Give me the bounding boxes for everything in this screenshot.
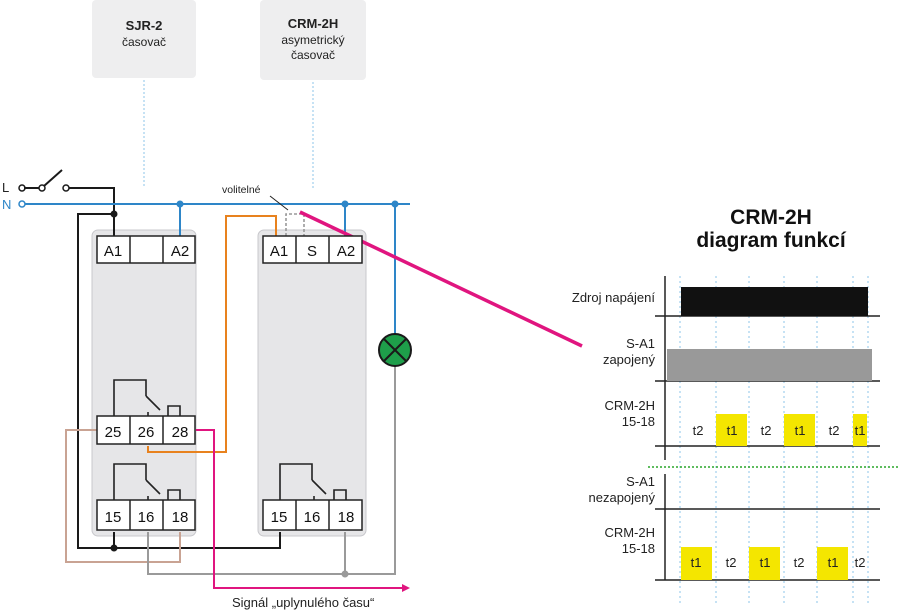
connected-pulses: t2 t1 t2 t1 t2 t1 <box>693 414 867 446</box>
orange-control-wire <box>147 215 277 453</box>
l-phase-wire <box>69 187 115 214</box>
row-label-crm2-1: CRM-2H <box>604 525 655 540</box>
row-label-s-connected-1: S-A1 <box>626 336 655 351</box>
function-diagram-title-line2: diagram funkcí <box>696 229 847 252</box>
crm2h-header-card: CRM-2H asymetrický časovač <box>260 0 366 80</box>
crm2h-terminals-top: A1 S A2 <box>262 235 363 264</box>
t1-pulse <box>749 547 780 580</box>
sjr2-header-card: SJR-2 časovač <box>92 0 196 78</box>
callout-pointer <box>299 210 583 348</box>
function-diagram-title-line1: CRM-2H <box>730 206 812 229</box>
l-switch <box>18 169 70 192</box>
row-label-crm-2: 15-18 <box>622 414 655 429</box>
sjr2-terminal-28: 28 <box>172 424 189 441</box>
t1-pulse <box>817 547 848 580</box>
sjr2-relay-body <box>91 229 197 537</box>
sjr2-terminals-mid: 25 26 28 <box>96 415 196 445</box>
sjr2-contact-symbol-lower <box>113 463 181 500</box>
pulse-label: t2 <box>693 423 704 438</box>
crm2h-contact-symbol <box>279 463 347 500</box>
crm2h-terminal-s: S <box>307 243 317 260</box>
lamp-icon <box>378 333 412 367</box>
sjr2-terminal-a1: A1 <box>104 243 122 260</box>
pulse-label: t2 <box>761 423 772 438</box>
crm2h-terminals-bottom: 15 16 18 <box>262 499 363 531</box>
sjr2-contact-symbol-upper <box>113 379 181 416</box>
signal-wire <box>196 429 402 589</box>
supply-on-bar <box>681 287 868 316</box>
pulse-label: t1 <box>691 555 702 570</box>
sjr2-terminals-top: A1 A2 <box>96 235 196 264</box>
sjr2-terminal-a2: A2 <box>171 243 189 260</box>
black-loop-wire <box>77 213 114 549</box>
row-label-crm-1: CRM-2H <box>604 398 655 413</box>
sjr2-terminal-15: 15 <box>105 509 122 526</box>
sjr2-terminal-25: 25 <box>105 424 122 441</box>
t1-pulse <box>681 547 712 580</box>
pulse-label: t2 <box>855 555 866 570</box>
pulse-label: t2 <box>794 555 805 570</box>
s-connected-bar <box>667 349 872 381</box>
pulse-label: t1 <box>828 555 839 570</box>
crm2h-type-line2: časovač <box>291 48 335 62</box>
signal-label: Signál „uplynulého času“ <box>232 595 374 610</box>
t1-pulse <box>853 414 867 446</box>
n-label: N <box>2 197 11 212</box>
crm2h-terminal-18: 18 <box>338 509 355 526</box>
sjr2-terminals-bottom: 15 16 18 <box>96 499 196 531</box>
crm2h-terminal-15: 15 <box>271 509 288 526</box>
sjr2-terminal-26: 26 <box>138 424 155 441</box>
t1-pulse <box>784 414 815 446</box>
crm2h-terminal-a1: A1 <box>270 243 288 260</box>
disconnected-pulses: t1 t2 t1 t2 t1 t2 <box>681 547 865 580</box>
signal-arrow <box>402 584 410 592</box>
crm2h-type-line1: asymetrický <box>281 33 344 47</box>
crm2h-name: CRM-2H <box>288 16 339 31</box>
optional-s-link <box>285 213 305 236</box>
sjr2-terminal-16: 16 <box>138 509 155 526</box>
sjr2-type: časovač <box>122 35 166 49</box>
row-label-crm2-2: 15-18 <box>622 541 655 556</box>
crm2h-relay-body <box>257 229 367 537</box>
function-diagram: CRM-2H diagram funkcí Zdroj napájení <box>572 206 900 606</box>
l-label: L <box>2 180 9 195</box>
pulse-label: t1 <box>795 423 806 438</box>
row-label-s-connected-2: zapojený <box>603 352 656 367</box>
sjr2-terminal-18: 18 <box>172 509 189 526</box>
crm2h-terminal-16: 16 <box>304 509 321 526</box>
optional-label: volitelné <box>222 184 261 196</box>
gray-lamp-wire <box>147 364 396 575</box>
black-common-wire <box>113 532 281 549</box>
pulse-label: t2 <box>726 555 737 570</box>
row-label-supply: Zdroj napájení <box>572 290 655 305</box>
t1-pulse <box>716 414 747 446</box>
n-terminal <box>18 200 26 208</box>
pulse-label: t2 <box>829 423 840 438</box>
row-label-s-disconnected-1: S-A1 <box>626 474 655 489</box>
pulse-label: t1 <box>855 423 866 438</box>
crm2h-terminal-a2: A2 <box>337 243 355 260</box>
pulse-label: t1 <box>760 555 771 570</box>
pulse-label: t1 <box>727 423 738 438</box>
row-label-s-disconnected-2: nezapojený <box>589 490 656 505</box>
pink-bridge-wire <box>65 429 181 563</box>
sjr2-name: SJR-2 <box>126 18 163 33</box>
